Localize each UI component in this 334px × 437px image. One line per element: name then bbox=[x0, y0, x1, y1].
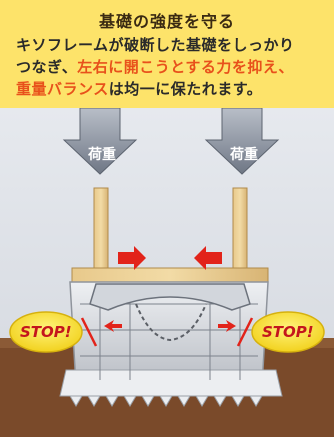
stop-badge-left bbox=[9, 311, 83, 353]
description-line-3-plain: は均一に保たれます。 bbox=[108, 80, 263, 98]
description-line-2-highlight: 左右に開こうとする力を抑え、 bbox=[77, 58, 294, 76]
description-line-3-highlight: 重量バランス bbox=[16, 80, 109, 98]
description-line-1: キソフレームが破断した基礎をしっかり bbox=[16, 36, 295, 54]
stop-badge-right bbox=[251, 311, 325, 353]
diagram-illustration bbox=[0, 108, 334, 437]
stop-slash-left bbox=[80, 317, 98, 347]
description-line-2-plain: つなぎ、 bbox=[16, 58, 78, 76]
foundation-diagram: 荷重 荷重 STOP! STOP! bbox=[0, 108, 334, 437]
description-line-3: 重量バランスは均一に保たれます。 bbox=[16, 78, 328, 100]
load-label-left: 荷重 bbox=[88, 147, 116, 163]
foundation-footing bbox=[59, 369, 283, 407]
wooden-post-left bbox=[93, 187, 109, 277]
panel-title: 基礎の強度を守る bbox=[98, 12, 235, 31]
kiso-frame bbox=[89, 283, 251, 311]
inner-arrow-left bbox=[104, 320, 122, 332]
push-arrow-right bbox=[194, 246, 222, 270]
push-arrow-left bbox=[118, 246, 146, 270]
load-label-right: 荷重 bbox=[230, 147, 258, 163]
sill-beam bbox=[71, 267, 269, 283]
foundation-crack bbox=[135, 303, 207, 342]
description-line-2: つなぎ、左右に開こうとする力を抑え、 bbox=[16, 56, 328, 78]
stop-label-right: STOP! bbox=[262, 323, 314, 341]
wooden-post-right bbox=[232, 187, 248, 277]
stop-label-left: STOP! bbox=[20, 323, 72, 341]
load-arrow-left bbox=[62, 108, 138, 175]
load-arrow-right bbox=[204, 108, 280, 175]
panel-description: キソフレームが破断した基礎をしっかり つなぎ、左右に開こうとする力を抑え、 重量… bbox=[16, 34, 328, 100]
stop-slash-right bbox=[236, 317, 254, 347]
inner-arrow-right bbox=[218, 320, 236, 332]
text-panel: 基礎の強度を守る キソフレームが破断した基礎をしっかり つなぎ、左右に開こうとす… bbox=[0, 0, 334, 108]
